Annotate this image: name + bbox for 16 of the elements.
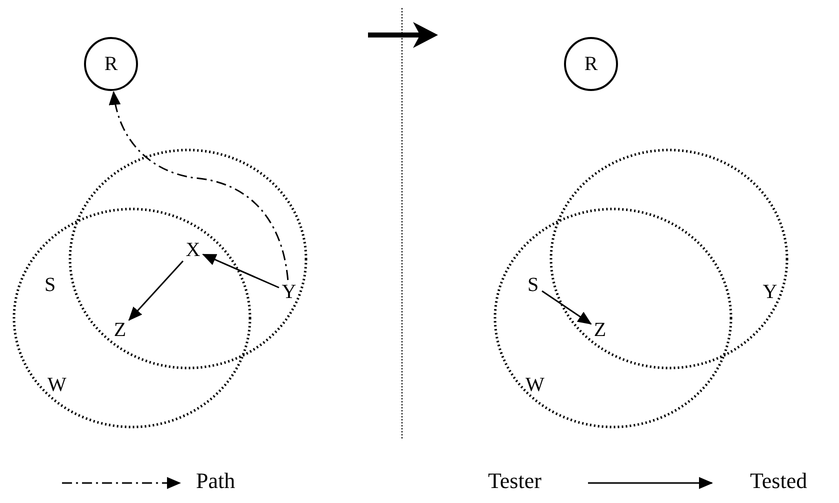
arrow — [109, 90, 289, 280]
legend-text: Tester — [488, 470, 542, 492]
node-label: S — [525, 274, 541, 296]
node-label: Z — [112, 319, 128, 341]
node-label: W — [46, 374, 68, 396]
arrow — [542, 290, 592, 325]
legend-text: Tested — [750, 470, 808, 492]
legend-text: Path — [196, 470, 236, 492]
node-label: Y — [280, 281, 298, 303]
arrow — [128, 260, 184, 321]
node-label: Z — [592, 319, 608, 341]
arrow — [202, 254, 280, 288]
node-label: Y — [761, 281, 779, 303]
node-label: S — [42, 274, 58, 296]
node-label: W — [524, 374, 546, 396]
node-label: X — [184, 239, 202, 261]
